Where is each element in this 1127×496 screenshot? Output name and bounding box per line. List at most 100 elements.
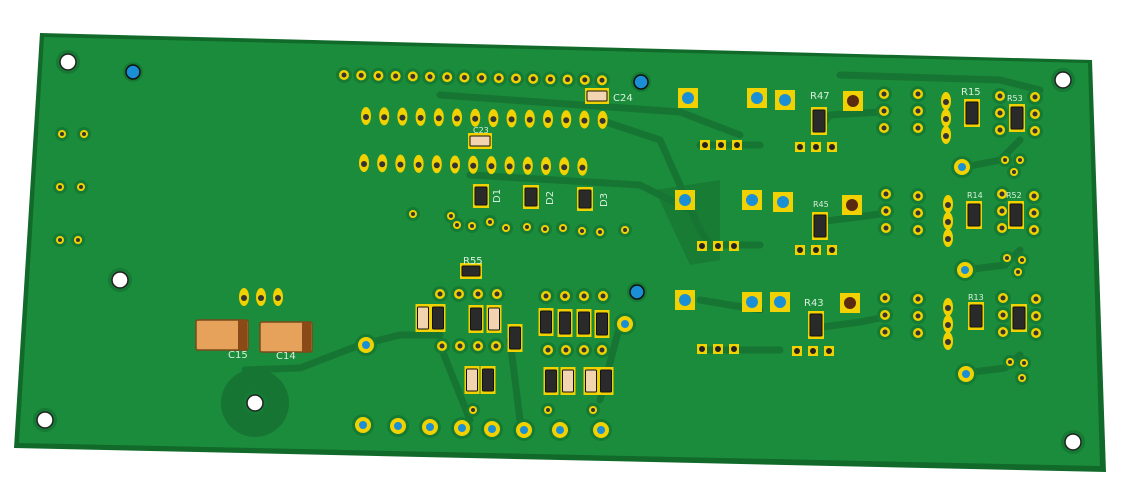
side-pad-pin [943,116,949,122]
capacitor [562,369,574,393]
ic-pin-top-pin [599,117,606,124]
pad-column-hole [1032,111,1038,117]
ic-pad-hole [439,343,445,349]
ic-pin-bottom-pin [579,164,586,171]
resistor-r51 [1012,306,1026,330]
trimmer-pad-hole [844,297,856,309]
ic-pad-hole [581,293,587,299]
ic-pin-bottom-pin [379,161,386,168]
large-pad-hole [961,266,969,274]
ic-pad-hole [494,291,500,297]
resistor [596,312,608,336]
ic-pin-bottom-pin [543,164,549,170]
capacitor [417,306,429,330]
pin-pad-hole [829,247,835,253]
label-r43: R43 [804,298,824,309]
header-pin-hole [358,72,364,78]
pad-column-hole [1032,128,1038,134]
resistor [540,310,552,334]
pad-column-hole [1000,295,1006,301]
small-pad-hole [504,226,508,230]
side-pad-pin [943,133,949,139]
diode-d3 [578,189,592,209]
ic-pin-bottom-pin [561,164,568,171]
ic-pad-hole [563,347,569,353]
resistor [545,369,557,393]
mounting-hole [36,411,54,429]
resistor-r55 [461,265,481,277]
ic-pin-top-pin [581,117,588,124]
pad-column-hole [1032,94,1038,100]
resistor-r53 [1010,106,1024,130]
pin-pad-hole [794,348,800,354]
label-r15: R15 [961,87,981,98]
label-d1: D1 [492,189,503,203]
ic-pin-top-pin [545,117,551,123]
label-c14: C14 [276,351,296,362]
resistor-r45 [813,214,827,238]
label-c23: C23 [473,126,489,135]
small-pad-hole [1020,258,1024,262]
side-pad-pin [945,202,951,208]
pad-column-hole [883,225,889,231]
capacitor [466,368,478,392]
regulator-pin-pin [241,295,247,301]
pad-column-hole [915,227,921,233]
edge-pad-hole [82,132,86,136]
small-pad-hole [411,212,415,216]
trimmer-pad-hole [846,199,858,211]
ic-pin-top-pin [399,114,406,121]
connector-pad-hole [426,423,434,431]
header-pin-hole [410,73,416,79]
label-r13: R13 [968,293,984,302]
ic-pad-hole [545,347,551,353]
trimmer-pad-hole [779,94,791,106]
ic-pin-bottom-pin [470,162,477,169]
ic-pad-hole [493,343,499,349]
large-pad-hole [962,370,970,378]
small-pad-hole [543,227,547,231]
ic-pin-top-pin [472,115,479,122]
resistor-r47 [812,109,826,133]
ic-pin-bottom-pin [415,161,422,168]
edge-pad-hole [79,185,83,189]
ic-pad-hole [475,343,481,349]
pad-column-hole [915,125,921,131]
tantalum-capacitor-c15-polarity-band [238,320,247,350]
pad-column-hole [883,208,889,214]
pad-column-hole [1031,227,1037,233]
resistor [470,307,482,331]
small-pad-hole [1008,360,1012,364]
ic-pin-top-pin [435,115,442,122]
ic-pin-bottom-pin [488,163,495,170]
mounting-hole [1064,433,1082,451]
pad-column-hole [999,225,1005,231]
via-hole [629,284,645,300]
ic-pad-hole [581,347,587,353]
regulator-pin-pin [275,295,281,301]
ic-pin-top-pin [381,114,388,121]
tantalum-capacitor-c14 [259,321,313,353]
label-d3: D3 [599,193,610,207]
header-pin-hole [341,72,347,78]
side-pad-pin [945,236,951,242]
pad-column-hole [915,108,921,114]
components-layer [195,88,1027,395]
pin-pad-hole [734,142,740,148]
trimmer-pad-hole [679,194,691,206]
pad-column-hole [882,295,888,301]
edge-pad-hole [58,185,62,189]
header-pin-hole [599,77,605,83]
small-pad-hole [449,214,453,218]
header-pin-hole [375,73,381,79]
resistor [482,368,494,392]
small-pad-hole [591,408,595,412]
ic-pad-hole [562,293,568,299]
small-pad-hole [1003,158,1007,162]
trace [241,341,364,374]
header-pin-hole [530,76,536,82]
resistor-r13 [969,304,983,328]
header-pin-hole [582,77,588,83]
tantalum-capacitor-c15 [195,319,249,351]
header-pin-hole [444,74,450,80]
